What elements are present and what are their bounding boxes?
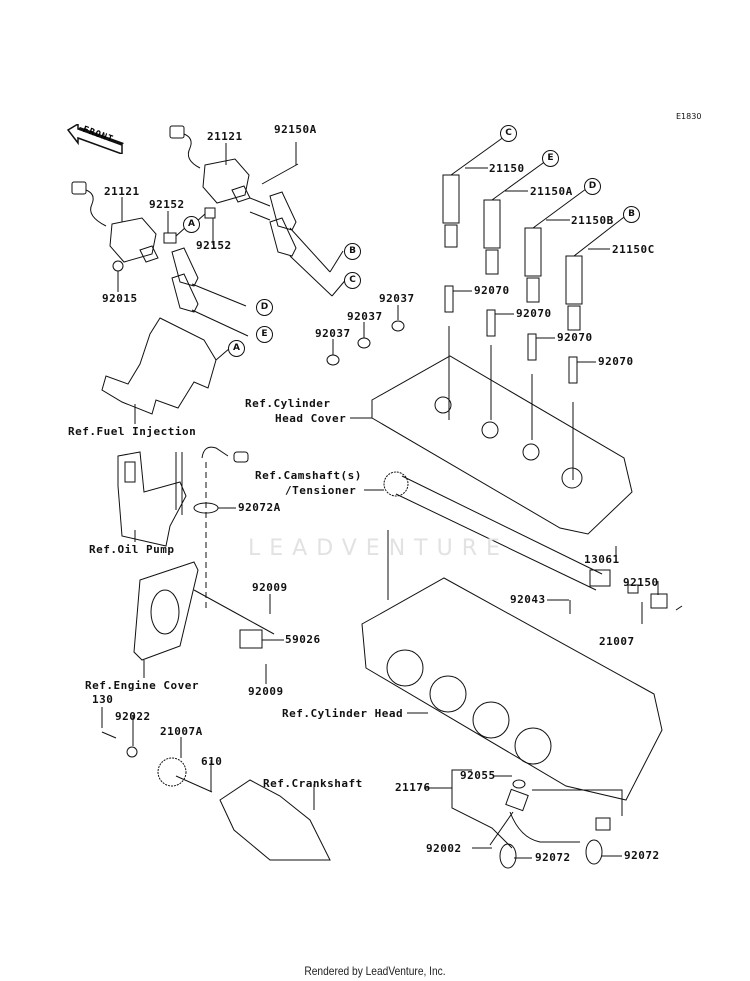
part-label-92150a[interactable]: 92150A [274, 123, 317, 136]
ref-fuel-injection[interactable]: Ref.Fuel Injection [68, 425, 197, 438]
part-label-59026[interactable]: 59026 [285, 633, 321, 646]
callout-c: C [344, 272, 361, 289]
spacer-92152-a [163, 232, 177, 244]
part-label-92015[interactable]: 92015 [102, 292, 138, 305]
part-label-130[interactable]: 130 [92, 693, 114, 706]
part-label-92009[interactable]: 92009 [248, 685, 284, 698]
ref-cylinder-head-cover[interactable]: Ref.Cylinder [245, 397, 331, 410]
gear-21007a [157, 757, 187, 787]
part-label-92070[interactable]: 92070 [474, 284, 510, 297]
ref-camshaft[interactable]: /Tensioner [285, 484, 357, 497]
part-label-92037[interactable]: 92037 [315, 327, 351, 340]
spacer-92152-b [204, 207, 216, 219]
part-label-92022[interactable]: 92022 [115, 710, 151, 723]
diagram-code: E1830 [676, 112, 702, 121]
part-label-21150b[interactable]: 21150B [571, 214, 614, 227]
ref-cylinder-head-cover[interactable]: Head Cover [275, 412, 347, 425]
cylinder-head [361, 530, 663, 801]
part-label-92037[interactable]: 92037 [347, 310, 383, 323]
part-label-21007a[interactable]: 21007A [160, 725, 203, 738]
plug-caps [442, 133, 629, 331]
part-label-92037[interactable]: 92037 [379, 292, 415, 305]
camshaft [364, 471, 603, 591]
washer-92022 [126, 746, 138, 758]
part-label-92152[interactable]: 92152 [149, 198, 185, 211]
callout-e: E [256, 326, 273, 343]
part-label-13061[interactable]: 13061 [584, 553, 620, 566]
bolt-92150 [675, 605, 683, 611]
part-label-92009[interactable]: 92009 [252, 581, 288, 594]
callout-d: D [584, 178, 601, 195]
sensor-hose [201, 446, 229, 459]
ref-engine-cover[interactable]: Ref.Engine Cover [85, 679, 199, 692]
part-label-21150a[interactable]: 21150A [530, 185, 573, 198]
footer-credit: Rendered by LeadVenture, Inc. [304, 964, 446, 978]
part-label-92070[interactable]: 92070 [598, 355, 634, 368]
part-label-21121[interactable]: 21121 [207, 130, 243, 143]
part-label-21150c[interactable]: 21150C [612, 243, 655, 256]
part-label-21121[interactable]: 21121 [104, 185, 140, 198]
engine-cover [133, 561, 275, 678]
part-label-92150[interactable]: 92150 [623, 576, 659, 589]
watermark: LEADVENTURE [248, 536, 509, 561]
ref-crankshaft[interactable]: Ref.Crankshaft [263, 777, 363, 790]
cylinder-head-cover [350, 355, 633, 535]
callout-e: E [542, 150, 559, 167]
camshaft-end [589, 569, 611, 587]
crank-sensor-21176 [424, 769, 623, 869]
part-label-92152[interactable]: 92152 [196, 239, 232, 252]
part-label-92002[interactable]: 92002 [426, 842, 462, 855]
coil-boots [171, 191, 349, 337]
part-label-92072[interactable]: 92072 [624, 849, 660, 862]
plug-13061 [627, 584, 639, 594]
ignition-coil-lower [71, 181, 159, 263]
part-label-610[interactable]: 610 [201, 755, 223, 768]
part-label-92070[interactable]: 92070 [516, 307, 552, 320]
part-label-21007[interactable]: 21007 [599, 635, 635, 648]
bolt-92150a [261, 163, 299, 185]
ref-camshaft[interactable]: Ref.Camshaft(s) [255, 469, 362, 482]
part-label-92043[interactable]: 92043 [510, 593, 546, 606]
bracket-fuel-injection [101, 317, 231, 424]
sensor-59026 [239, 629, 263, 649]
callout-a: A [183, 216, 200, 233]
ref-oil-pump[interactable]: Ref.Oil Pump [89, 543, 175, 556]
part-label-92070[interactable]: 92070 [557, 331, 593, 344]
oil-pump-plate [117, 451, 187, 547]
ignition-coil-upper [169, 125, 271, 221]
part-label-92072[interactable]: 92072 [535, 851, 571, 864]
callout-a: A [228, 340, 245, 357]
crankshaft [219, 779, 331, 861]
part-label-21176[interactable]: 21176 [395, 781, 431, 794]
front-arrow-icon [66, 122, 124, 156]
bolt-130 [101, 731, 117, 739]
part-label-21150[interactable]: 21150 [489, 162, 525, 175]
callout-d: D [256, 299, 273, 316]
callout-c: C [500, 125, 517, 142]
front-direction-indicator: FRONT [64, 122, 126, 156]
cap-21007 [650, 593, 668, 609]
callout-b: B [344, 243, 361, 260]
part-label-92055[interactable]: 92055 [460, 769, 496, 782]
clips-92037 [326, 305, 405, 366]
callout-b: B [623, 206, 640, 223]
spark-plugs [444, 285, 596, 480]
part-label-92072a[interactable]: 92072A [238, 501, 281, 514]
nut-92015 [112, 260, 124, 272]
ref-cylinder-head[interactable]: Ref.Cylinder Head [282, 707, 404, 720]
